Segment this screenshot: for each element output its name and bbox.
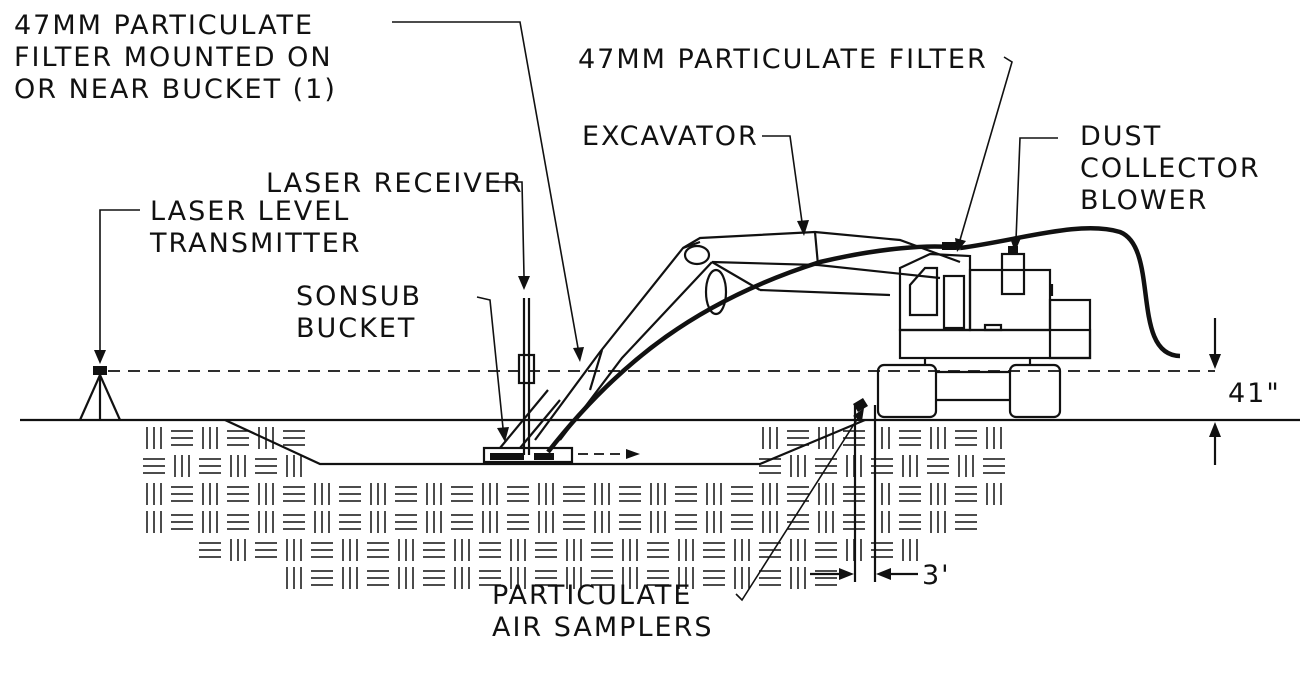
svg-text:COLLECTOR: COLLECTOR [1080,153,1261,184]
leader-lines [94,21,1058,602]
label-air-samplers: PARTICULATE AIR SAMPLERS [492,580,713,643]
excavator-body [876,246,1092,419]
label-laser-receiver: LASER RECEIVER [266,168,524,199]
laser-receiver [517,298,536,455]
svg-text:TRANSMITTER: TRANSMITTER [149,228,362,259]
bucket-direction-arrow [578,449,640,459]
label-47mm-filter-bucket: 47MM PARTICULATE FILTER MOUNTED ON OR NE… [14,10,337,105]
svg-text:OR NEAR BUCKET (1): OR NEAR BUCKET (1) [14,74,337,105]
particulate-air-sampler [853,398,877,582]
label-dim-3ft: 3' [922,560,951,591]
soil-hatch [143,427,1005,589]
svg-text:LASER LEVEL: LASER LEVEL [150,196,350,227]
sonsub-bucket [482,389,574,464]
svg-text:DUST: DUST [1080,121,1162,152]
excavator-arm [534,230,961,441]
laser-level-transmitter [78,366,122,421]
svg-text:47MM PARTICULATE: 47MM PARTICULATE [14,10,314,41]
svg-text:PARTICULATE: PARTICULATE [492,580,692,611]
svg-text:SONSUB: SONSUB [296,281,422,312]
dimension-41in [1040,318,1230,465]
svg-text:BUCKET: BUCKET [296,313,416,344]
ground [20,418,1300,589]
svg-text:BLOWER: BLOWER [1080,185,1208,216]
label-dim-41in: 41" [1228,378,1281,409]
label-47mm-filter-top: 47MM PARTICULATE FILTER [578,44,988,75]
svg-text:AIR SAMPLERS: AIR SAMPLERS [492,612,713,643]
label-dust-collector: DUST COLLECTOR BLOWER [1080,121,1261,216]
svg-text:FILTER MOUNTED ON: FILTER MOUNTED ON [14,42,333,73]
label-sonsub-bucket: SONSUB BUCKET [296,281,422,344]
label-excavator: EXCAVATOR [582,121,759,152]
suction-hose [546,226,1181,454]
label-laser-transmitter: LASER LEVEL TRANSMITTER [149,196,362,259]
dimension-3ft [810,568,918,580]
